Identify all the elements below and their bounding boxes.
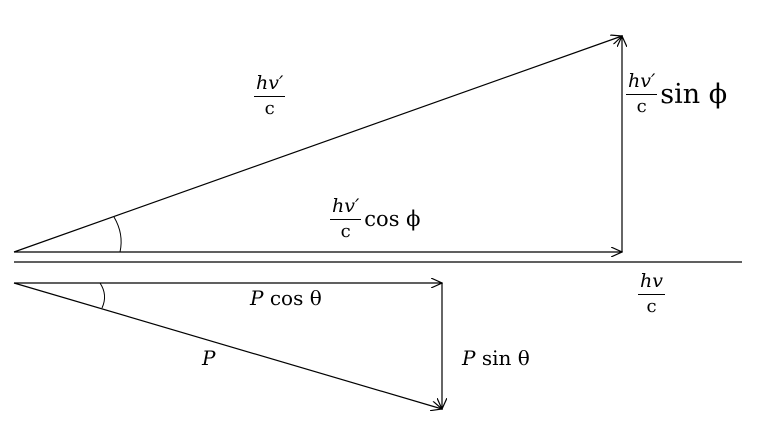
electron-momentum-label: P — [202, 346, 216, 370]
scattered-cos-label: hv′ c cos ϕ — [330, 197, 420, 241]
scattered-sin-denominator: c — [636, 96, 647, 117]
incident-photon-label: hv c — [638, 272, 665, 316]
scattered-photon-numerator: hv′ — [254, 74, 286, 97]
scattered-sin-function: sin ϕ — [660, 78, 728, 110]
scattered-photon-denominator: c — [264, 98, 275, 119]
scattered-cos-denominator: c — [340, 221, 351, 242]
incident-photon-numerator: hv — [638, 272, 665, 295]
electron-cos-symbol: P — [250, 286, 264, 310]
scattered-photon-arrow — [13, 36, 622, 253]
electron-sin-function: sin θ — [481, 346, 530, 370]
scattered-cos-numerator: hv′ — [330, 197, 362, 220]
electron-sin-symbol: P — [462, 346, 476, 370]
scattered-sin-numerator: hv′ — [626, 72, 658, 95]
scattered-cos-function: cos ϕ — [364, 207, 421, 231]
incident-photon-denominator: c — [646, 296, 657, 317]
phi-angle-arc — [113, 216, 122, 253]
scattered-sin-label: hv′ c sin ϕ — [626, 72, 727, 116]
theta-angle-arc — [99, 282, 106, 309]
electron-cos-function: cos θ — [269, 286, 322, 310]
electron-momentum-arrow — [13, 282, 442, 409]
electron-sin-label: P sin θ — [462, 346, 530, 370]
scattered-photon-label: hv′ c — [254, 74, 286, 119]
electron-cos-label: P cos θ — [250, 286, 322, 310]
